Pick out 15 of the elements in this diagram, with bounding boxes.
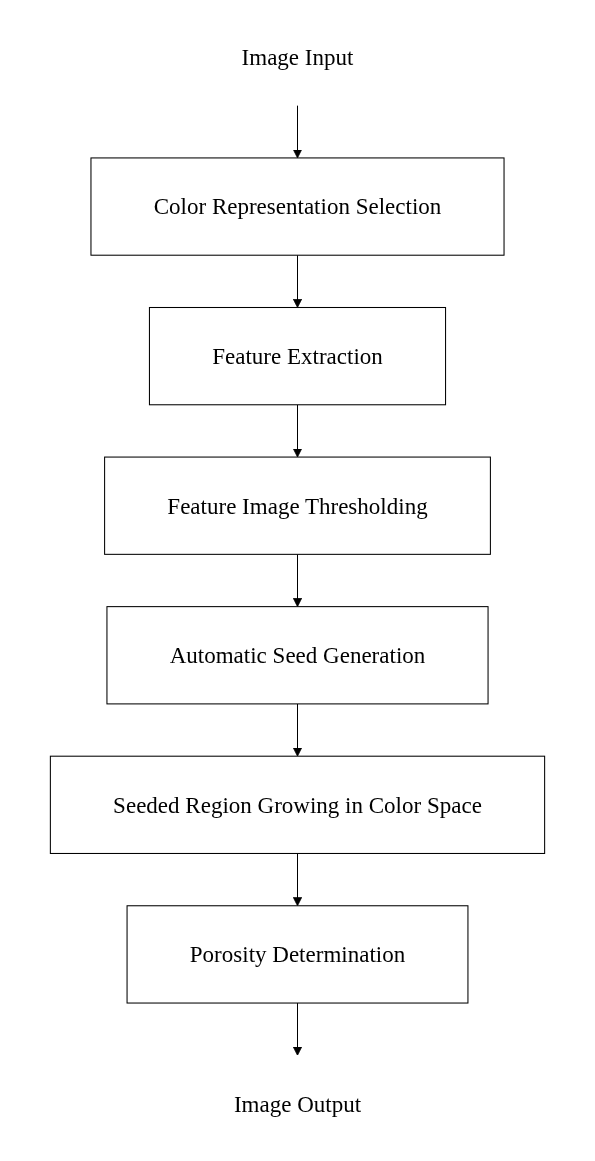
arrow [292, 703, 303, 757]
arrow [292, 553, 303, 608]
node-box: Porosity Determination [126, 905, 469, 1004]
node-box: Automatic Seed Generation [106, 606, 489, 705]
arrow [292, 254, 303, 308]
node-box: Feature Image Thresholding [104, 456, 491, 555]
node-box: Seeded Region Growing in Color Space [49, 755, 546, 854]
node-box: Feature Extraction [148, 306, 447, 406]
arrow [292, 105, 303, 159]
arrow [292, 852, 303, 907]
node-text: Image Input [241, 43, 354, 71]
node-text: Image Output [233, 1090, 362, 1118]
arrow [292, 404, 303, 458]
node-box: Color Representation Selection [90, 157, 505, 256]
arrow [292, 1002, 303, 1056]
